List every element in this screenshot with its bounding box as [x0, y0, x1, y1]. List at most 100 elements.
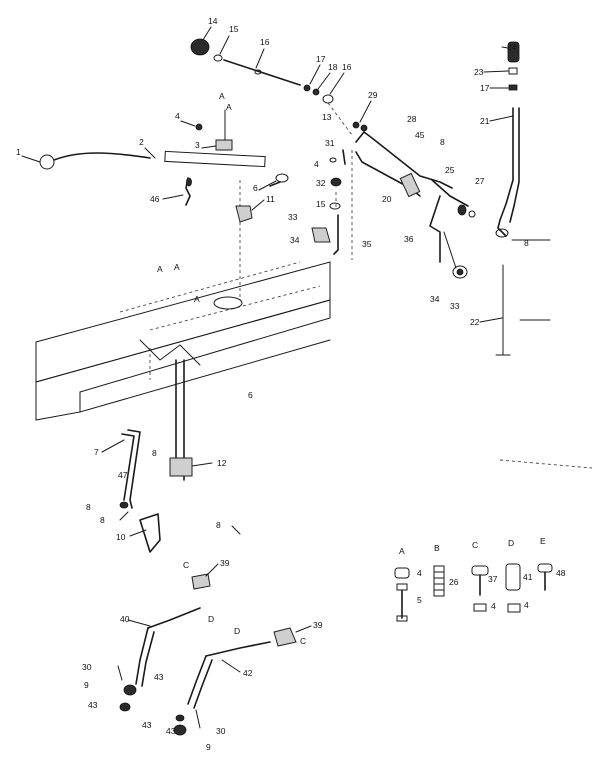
key-c-part-37: 37 — [488, 574, 498, 584]
lever-assembly — [352, 121, 476, 279]
label-part-3: 3 — [195, 140, 200, 150]
label-part-17: 17 — [316, 54, 326, 64]
ref-letter-d1: D — [208, 614, 214, 624]
label-part-4a: 4 — [175, 111, 180, 121]
clamp-part-12 — [169, 457, 193, 477]
key-d-part-4: 4 — [524, 600, 529, 610]
part-number-labels: 14 15 16 17 18 16 29 13 28 45 8 25 27 20… — [16, 16, 529, 752]
lower-lever-assembly — [117, 573, 297, 736]
label-part-47: 47 — [118, 470, 128, 480]
key-a-part-4: 4 — [417, 568, 422, 578]
fastener-key — [394, 563, 553, 622]
chassis-frame — [35, 150, 592, 469]
label-part-40: 40 — [120, 614, 130, 624]
label-part-46: 46 — [150, 194, 160, 204]
label-part-23: 23 — [474, 67, 484, 77]
ref-letter-a4: A — [174, 262, 180, 272]
label-part-36: 36 — [404, 234, 414, 244]
ref-letter-c2: C — [300, 636, 306, 646]
reference-letters: A A A A A C D D C — [157, 91, 306, 646]
label-part-8b: 8 — [524, 238, 529, 248]
label-part-15b: 15 — [316, 199, 326, 209]
label-part-31: 31 — [325, 138, 335, 148]
label-part-42: 42 — [243, 668, 253, 678]
plate-part-39b — [273, 627, 297, 647]
pedal-knob-assembly — [190, 38, 353, 136]
label-part-14: 14 — [208, 16, 218, 26]
label-part-2: 2 — [139, 137, 144, 147]
label-part-6a: 6 — [253, 183, 258, 193]
label-part-16: 16 — [260, 37, 270, 47]
label-part-33b: 33 — [450, 301, 460, 311]
label-part-27: 27 — [475, 176, 485, 186]
ref-letter-a2: A — [226, 102, 232, 112]
label-part-39b: 39 — [313, 620, 323, 630]
ref-letter-c1: C — [183, 560, 189, 570]
label-part-30a: 30 — [82, 662, 92, 672]
key-c-part-4: 4 — [491, 601, 496, 611]
label-part-25: 25 — [445, 165, 455, 175]
label-part-34a: 34 — [290, 235, 300, 245]
label-part-29: 29 — [368, 90, 378, 100]
ref-letter-a5: A — [194, 294, 200, 304]
label-part-24: 24 — [507, 42, 517, 52]
key-e-part-48: 48 — [556, 568, 566, 578]
ref-letter-d2: D — [234, 626, 240, 636]
label-part-8d: 8 — [86, 502, 91, 512]
label-part-11: 11 — [266, 194, 275, 204]
label-part-34b: 34 — [430, 294, 440, 304]
key-letter-c: C — [472, 540, 478, 550]
label-part-8e: 8 — [100, 515, 105, 525]
label-part-43b: 43 — [88, 700, 98, 710]
label-part-9a: 9 — [84, 680, 89, 690]
key-d-part-41: 41 — [523, 572, 533, 582]
label-part-30b: 30 — [216, 726, 226, 736]
key-a-part-5: 5 — [417, 595, 422, 605]
label-part-43c: 43 — [142, 720, 152, 730]
label-part-28: 28 — [407, 114, 417, 124]
throttle-rod-assembly — [39, 109, 266, 206]
label-part-17b: 17 — [480, 83, 490, 93]
bracket-part-3 — [215, 139, 233, 151]
label-part-6b: 6 — [248, 390, 253, 400]
label-part-35: 35 — [362, 239, 372, 249]
label-part-33a: 33 — [288, 212, 298, 222]
label-part-8c: 8 — [152, 448, 157, 458]
leader-lines — [21, 26, 514, 673]
label-part-13: 13 — [322, 112, 332, 122]
label-part-9b: 9 — [206, 742, 211, 752]
label-part-10: 10 — [116, 532, 126, 542]
key-letter-e: E — [540, 536, 546, 546]
label-part-4b: 4 — [314, 159, 319, 169]
key-letter-a: A — [399, 546, 405, 556]
label-part-18: 18 — [328, 62, 338, 72]
handle-grip-part-24 — [507, 41, 520, 63]
brake-linkage — [119, 359, 241, 553]
label-part-43d: 43 — [166, 726, 176, 736]
label-part-43a: 43 — [154, 672, 164, 682]
ref-letter-a3: A — [157, 264, 163, 274]
label-part-12: 12 — [217, 458, 227, 468]
label-part-22: 22 — [470, 317, 480, 327]
label-part-20: 20 — [382, 194, 392, 204]
label-part-45: 45 — [415, 130, 425, 140]
label-part-15: 15 — [229, 24, 239, 34]
label-part-8f: 8 — [216, 520, 221, 530]
knob-part-14 — [190, 38, 210, 56]
key-letter-b: B — [434, 543, 440, 553]
label-part-7: 7 — [94, 447, 99, 457]
linkage-middle — [235, 149, 346, 255]
key-b-part-26: 26 — [449, 577, 459, 587]
clamp-part-11 — [235, 205, 253, 223]
handle-assembly — [495, 41, 551, 356]
label-part-39a: 39 — [220, 558, 230, 568]
key-letter-d: D — [508, 538, 514, 548]
fastener-key-labels: A B C D E 4 5 26 37 4 41 4 48 — [399, 536, 566, 611]
label-part-1: 1 — [16, 147, 21, 157]
ref-letter-a1: A — [219, 91, 225, 101]
label-part-21: 21 — [480, 116, 490, 126]
label-part-16b: 16 — [342, 62, 352, 72]
label-part-32: 32 — [316, 178, 326, 188]
plate-part-39 — [191, 573, 211, 590]
